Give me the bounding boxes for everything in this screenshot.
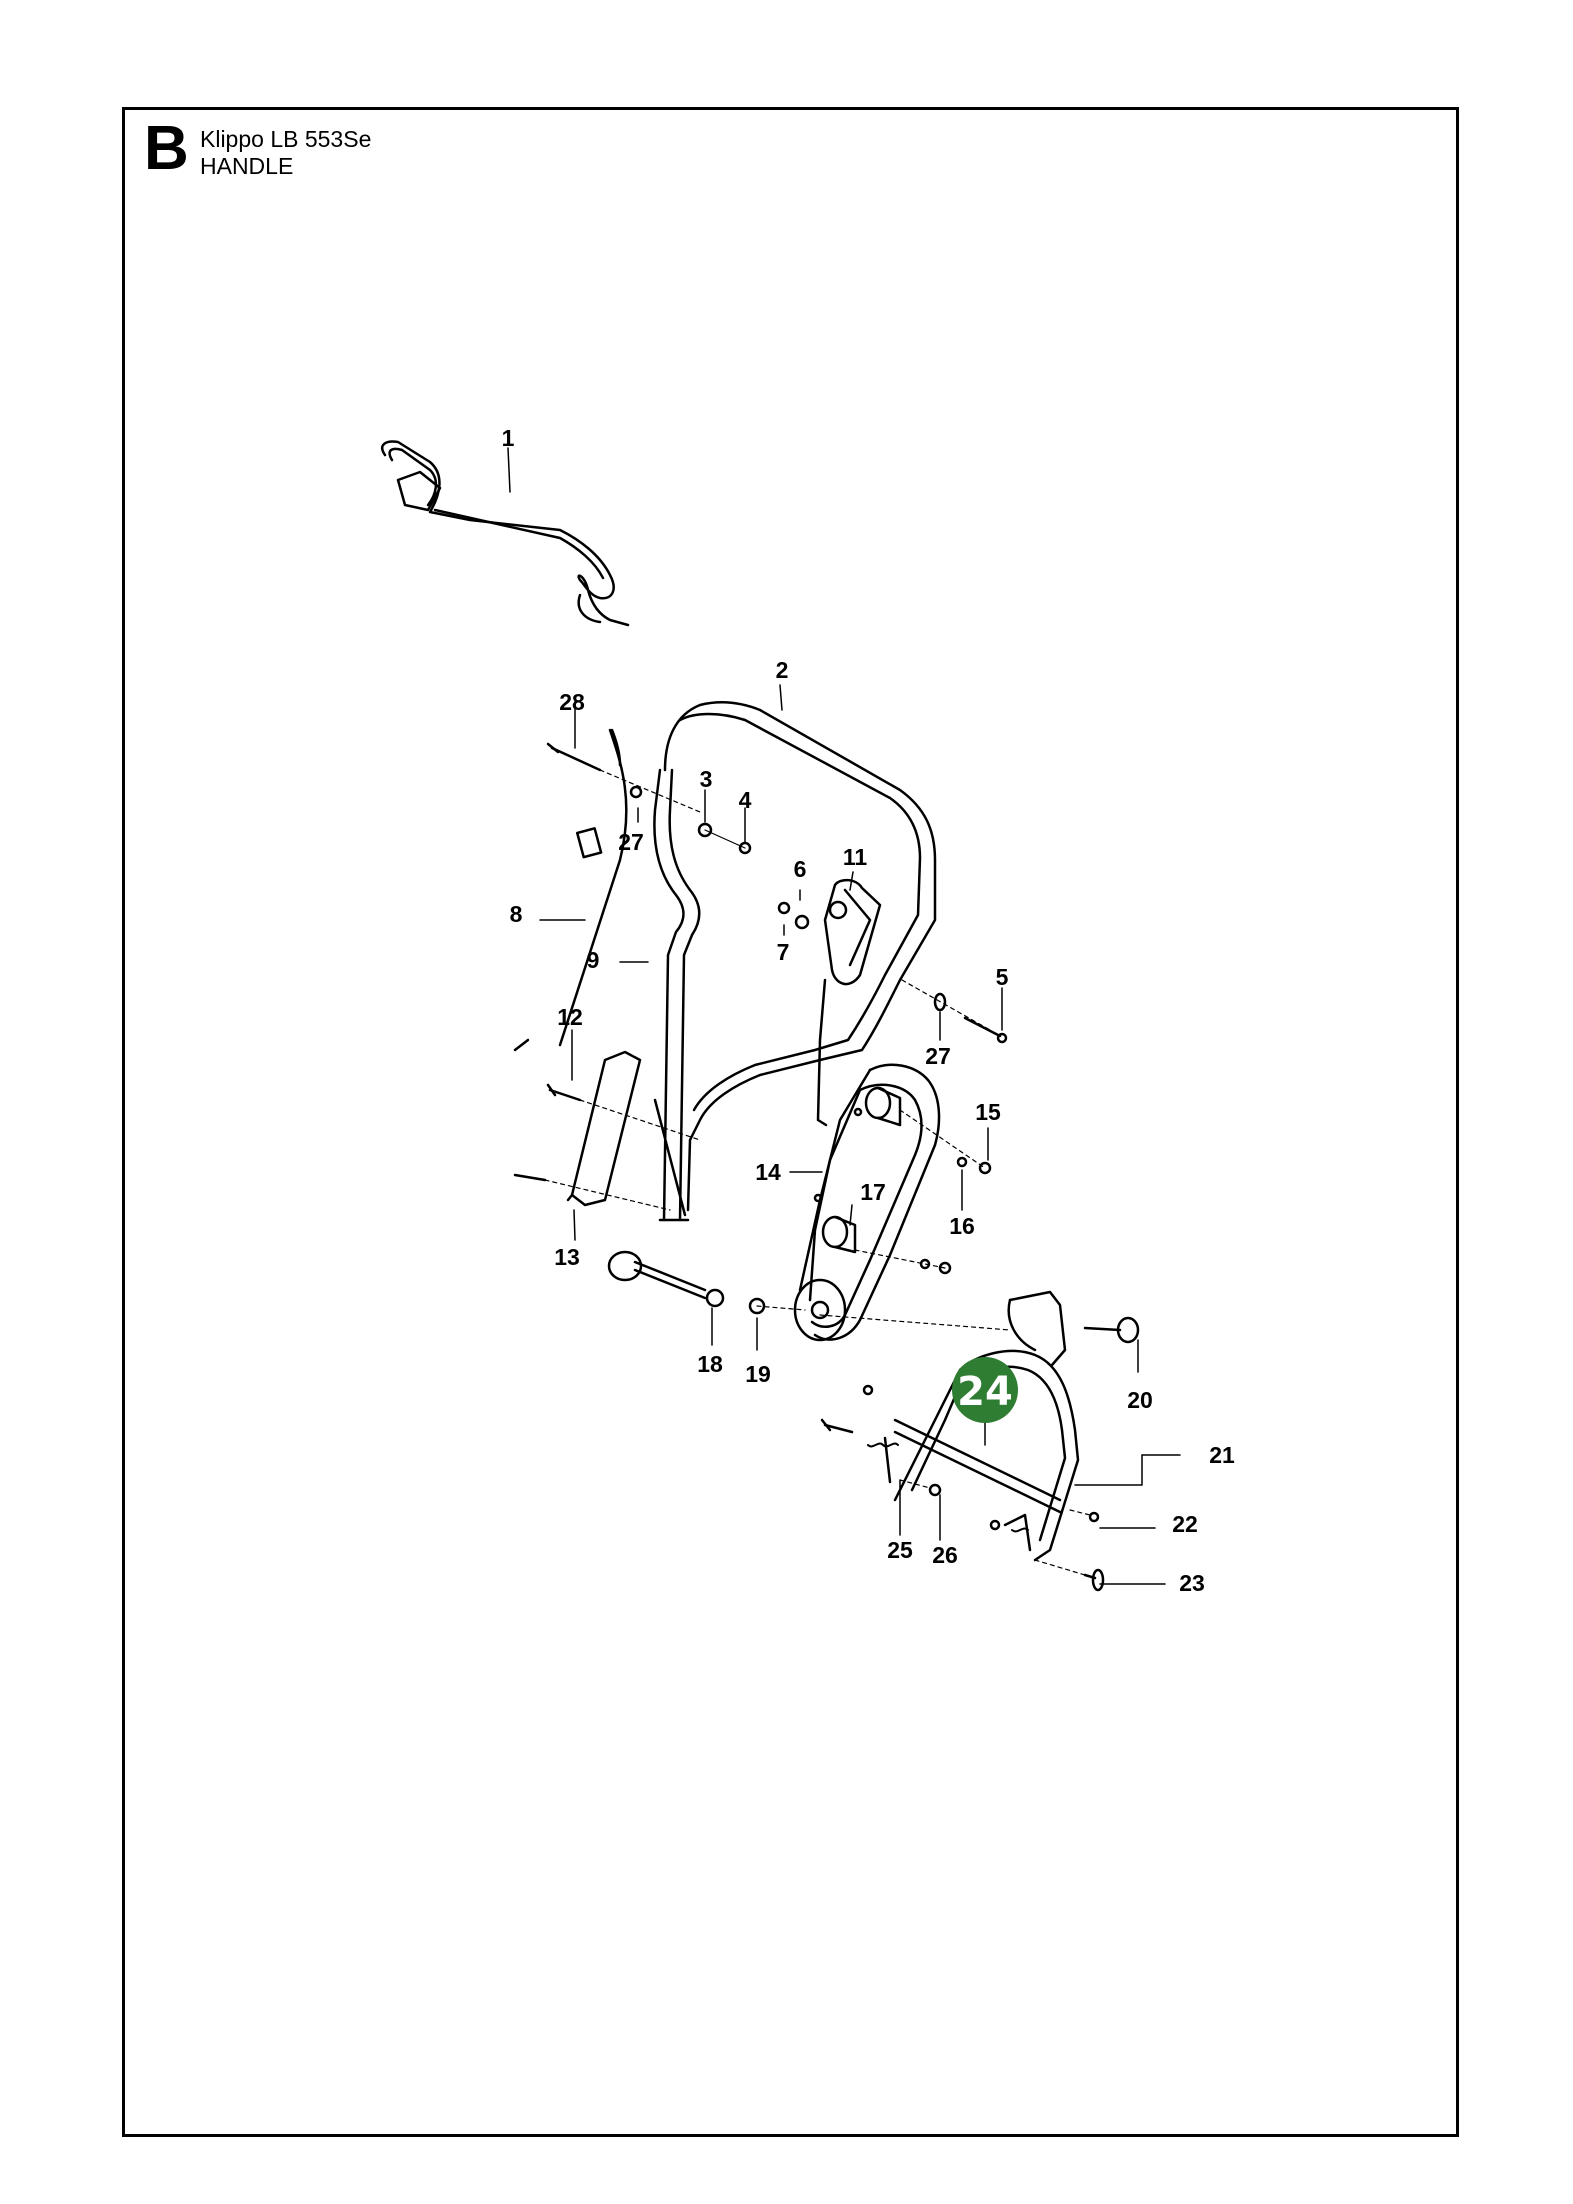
part-lower-handle-14 — [793, 1063, 941, 1342]
callout-23: 23 — [1179, 1570, 1205, 1596]
assembly-name: HANDLE — [200, 153, 294, 179]
callout-6: 6 — [794, 856, 807, 882]
leader-lines — [507, 447, 1181, 1585]
part-knob-18 — [607, 1250, 806, 1315]
callout-26: 26 — [932, 1542, 958, 1568]
callout-7: 7 — [777, 939, 790, 965]
callout-27-right: 27 — [925, 1043, 951, 1069]
callout-19: 19 — [745, 1361, 771, 1387]
part-nut-3 — [697, 822, 752, 855]
part-bracket-13 — [513, 1050, 701, 1211]
callout-12: 12 — [557, 1004, 583, 1030]
callout-11: 11 — [843, 844, 868, 870]
callout-21: 21 — [1209, 1442, 1235, 1468]
callout-15: 15 — [975, 1099, 1001, 1125]
callout-20: 20 — [1127, 1387, 1153, 1413]
model-name: Klippo LB 553Se — [200, 126, 372, 152]
callout-3: 3 — [700, 766, 713, 792]
callout-1: 1 — [502, 425, 515, 451]
part-lower-bracket-21 — [819, 1290, 1140, 1592]
highlight-badge-24 — [952, 1357, 1018, 1423]
callout-22: 22 — [1172, 1511, 1198, 1537]
callout-25: 25 — [887, 1537, 913, 1563]
callout-13: 13 — [554, 1244, 580, 1270]
diagram-frame — [122, 107, 1459, 2137]
part-upper-handle — [653, 701, 937, 1222]
part-bail-loop — [381, 440, 630, 627]
callout-14: 14 — [755, 1159, 781, 1185]
callout-17: 17 — [860, 1179, 886, 1205]
part-screw-28 — [546, 742, 701, 813]
part-cable-8 — [513, 728, 628, 1052]
callout-9: 9 — [587, 947, 600, 973]
part-lever-11 — [816, 878, 882, 1127]
callout-2: 2 — [776, 657, 789, 683]
part-screw-5 — [901, 979, 1008, 1044]
section-letter: B — [144, 114, 189, 183]
callout-18: 18 — [697, 1351, 723, 1377]
callout-27-left: 27 — [618, 829, 644, 855]
highlight-label-24: 24 — [957, 1369, 1013, 1415]
callout-16: 16 — [949, 1213, 975, 1239]
callout-4: 4 — [739, 787, 752, 813]
callout-8: 8 — [510, 901, 523, 927]
part-small-6-7 — [777, 901, 810, 930]
callout-28: 28 — [559, 689, 585, 715]
callout-5: 5 — [996, 964, 1009, 990]
title-block: Klippo LB 553Se HANDLE — [200, 126, 371, 180]
part-fasteners-15-17 — [854, 1109, 992, 1275]
